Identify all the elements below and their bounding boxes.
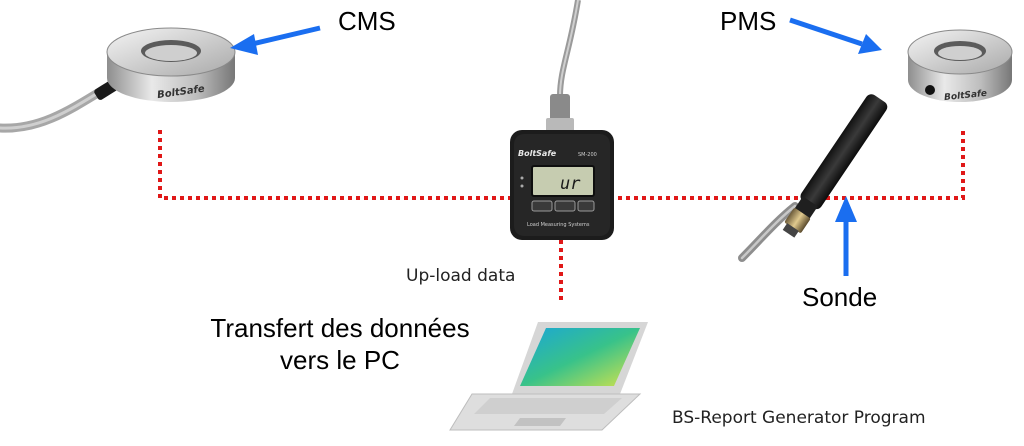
device-button-right [577, 200, 595, 212]
transfer-label-line1: Transfert des données [210, 313, 470, 343]
pms-label: PMS [720, 6, 777, 36]
upload-label: Up-load data [406, 266, 516, 286]
cms-arrow [230, 25, 321, 55]
sonde-label: Sonde [802, 282, 878, 312]
left-connection-line [158, 130, 510, 200]
pms-arrow [789, 17, 882, 54]
cms-label: CMS [338, 6, 396, 36]
arrows [230, 17, 882, 276]
transfer-label-line2: vers le PC [280, 345, 400, 375]
laptop [449, 322, 648, 431]
probe [738, 94, 888, 262]
sonde-arrow [835, 196, 857, 276]
right-connection-line [610, 130, 965, 200]
connection-lines [158, 130, 965, 300]
pms-logo: BoltSafe [944, 89, 988, 103]
pms-sensor: BoltSafe [907, 29, 1013, 103]
device-button-left [531, 200, 553, 212]
device-button-middle [554, 200, 576, 212]
cms-sensor: BoltSafe [0, 27, 236, 133]
device-model: SM-200 [578, 152, 597, 158]
transfer-label: Transfert des données vers le PC [190, 312, 490, 376]
device-display: ur [560, 174, 581, 194]
program-label: BS-Report Generator Program [672, 408, 926, 428]
device-brand: BoltSafe [518, 149, 557, 158]
device-footer: Load Measuring Systems [527, 222, 590, 228]
handheld-reader: BoltSafe SM-200 ur Load Measuring System… [510, 0, 614, 240]
